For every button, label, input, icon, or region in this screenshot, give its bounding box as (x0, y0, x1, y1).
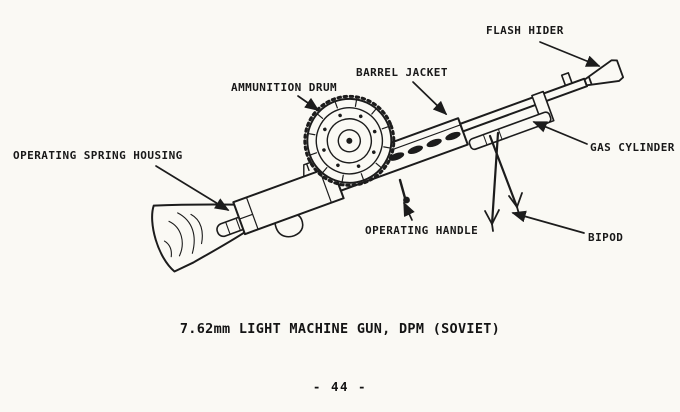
bipod-arrow (511, 210, 585, 234)
gun-drawing (151, 59, 625, 273)
flash-hider-arrow (539, 41, 601, 67)
label-barrel-jacket: BARREL JACKET (356, 66, 448, 79)
label-bipod: BIPOD (588, 231, 624, 244)
operating-handle-arrow (403, 201, 415, 221)
shoulder-stock (151, 203, 247, 273)
barrel-jacket-arrow (412, 81, 448, 116)
ammunition-drum-arrow (297, 95, 320, 111)
label-gas-cylinder: GAS CYLINDER (590, 141, 675, 154)
gas-cylinder-arrow (532, 121, 588, 145)
page-number: - 44 - (312, 379, 368, 394)
trigger-guard (274, 214, 304, 238)
front-sight (560, 72, 573, 87)
label-flash-hider: FLASH HIDER (486, 24, 564, 37)
operating-handle-part (398, 178, 410, 204)
ammunition-drum-part (303, 94, 396, 187)
figure-caption: 7.62mm LIGHT MACHINE GUN, DPM (SOVIET) (179, 321, 501, 337)
label-ammunition-drum: AMMUNITION DRUM (231, 81, 338, 94)
gas-cylinder-part (468, 90, 555, 151)
label-operating-handle: OPERATING HANDLE (365, 224, 479, 237)
bipod-part (484, 131, 523, 232)
operating-spring-housing-arrow (155, 165, 230, 211)
label-operating-spring-housing: OPERATING SPRING HOUSING (13, 149, 183, 162)
flash-hider-part (583, 59, 625, 87)
